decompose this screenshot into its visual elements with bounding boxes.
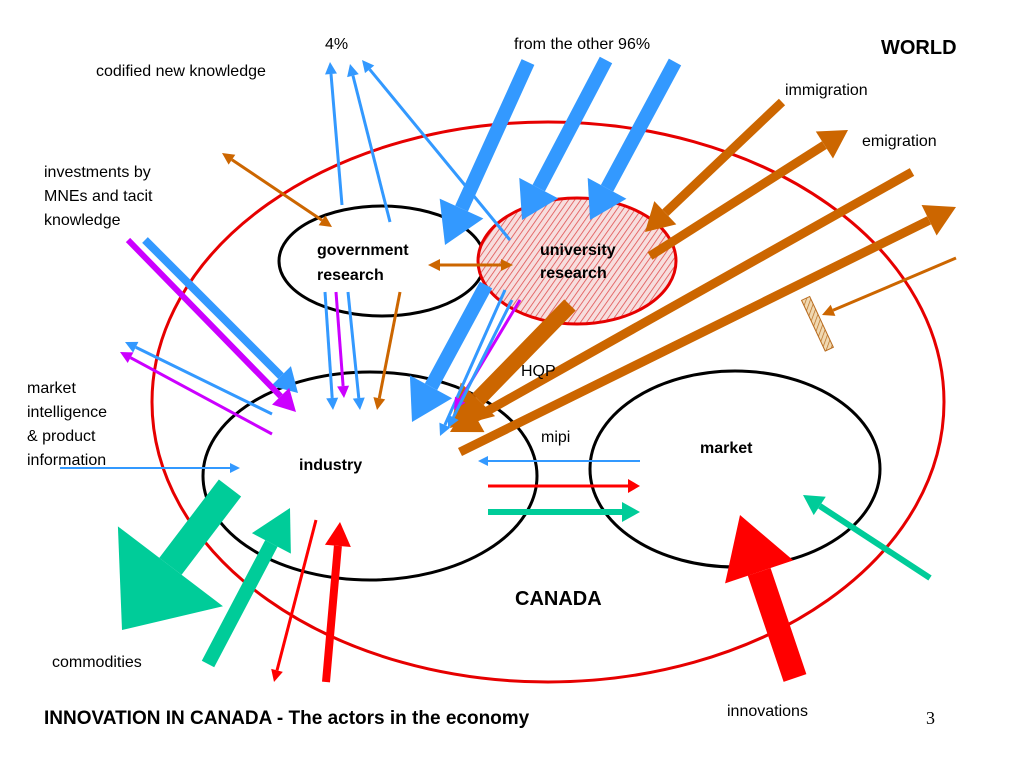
codified-arrow-3 [362, 60, 512, 241]
innovations-label: innovations [727, 703, 808, 720]
market-intel-line3: & product [27, 428, 96, 445]
government-label-line1: government [317, 242, 409, 259]
industry-to-market-teal [488, 502, 640, 522]
commodities-out-arrow [117, 479, 242, 630]
investments-label-line1: investments by [44, 164, 151, 181]
market-intel-purple-out [120, 352, 273, 436]
four-percent-label: 4% [325, 36, 348, 53]
industry-to-market-red [488, 479, 640, 493]
gov-outflow-orange [222, 153, 332, 227]
other96-arrow-uni-2 [587, 58, 682, 220]
codified-knowledge-label: codified new knowledge [96, 63, 266, 80]
gov-industry-blue-1 [323, 291, 339, 410]
other96-arrow-industry [409, 281, 493, 422]
emigration-arrow-industry [458, 205, 956, 457]
commodities-in-arrow [201, 508, 291, 668]
world-label: WORLD [881, 37, 957, 59]
market-label: market [700, 440, 753, 457]
university-research-node [476, 196, 678, 326]
gov-industry-blue-2 [346, 291, 365, 410]
hqp-label: HQP [521, 363, 556, 380]
university-label-line2: research [540, 265, 607, 282]
industry-in-red [322, 522, 351, 683]
market-intel-line2: intelligence [27, 404, 107, 421]
market-intel-in [60, 463, 240, 473]
gov-industry-purple [334, 291, 350, 398]
industry-out-red [271, 519, 318, 682]
emigration-arrow [647, 130, 848, 260]
investments-label-line3: knowledge [44, 212, 121, 229]
codified-arrow-1 [325, 62, 344, 206]
codified-arrow-2 [347, 64, 392, 223]
world-to-market-teal [803, 495, 932, 581]
immigration-label: immigration [785, 82, 868, 99]
university-label-line1: university [540, 242, 616, 259]
other-96-label: from the other 96% [514, 36, 650, 53]
gov-industry-orange [373, 291, 402, 410]
investments-label-line2: MNEs and tacit [44, 188, 153, 205]
uni-industry-blue-2 [448, 299, 514, 428]
market-intel-blue-out [125, 341, 273, 416]
market-to-industry-blue [478, 456, 640, 466]
hqp-arrow [450, 299, 576, 428]
canada-region [150, 120, 946, 684]
innovations-arrow [725, 515, 807, 682]
market-intel-line4: information [27, 452, 106, 469]
mne-purple-arrow [125, 237, 296, 412]
page-number: 3 [926, 708, 935, 728]
flow-arrows [60, 56, 957, 683]
industry-label: industry [299, 457, 362, 474]
market-node [588, 369, 882, 569]
brown-hatched-barrier [800, 295, 835, 352]
market-intel-line1: market [27, 380, 76, 397]
gov-uni-exchange [428, 259, 513, 271]
other96-arrow-gov [439, 59, 535, 245]
canada-label: CANADA [515, 588, 602, 610]
slide-title: INNOVATION IN CANADA - The actors in the… [44, 708, 530, 729]
emigration-label: emigration [862, 133, 937, 150]
commodities-label: commodities [52, 654, 142, 671]
world-to-barrier-arrow [822, 256, 957, 316]
other96-arrow-uni-1 [519, 56, 613, 220]
immigration-arrow [645, 98, 786, 232]
mne-blue-arrow [142, 237, 298, 393]
mipi-label: mipi [541, 429, 570, 446]
government-label-line2: research [317, 267, 384, 284]
